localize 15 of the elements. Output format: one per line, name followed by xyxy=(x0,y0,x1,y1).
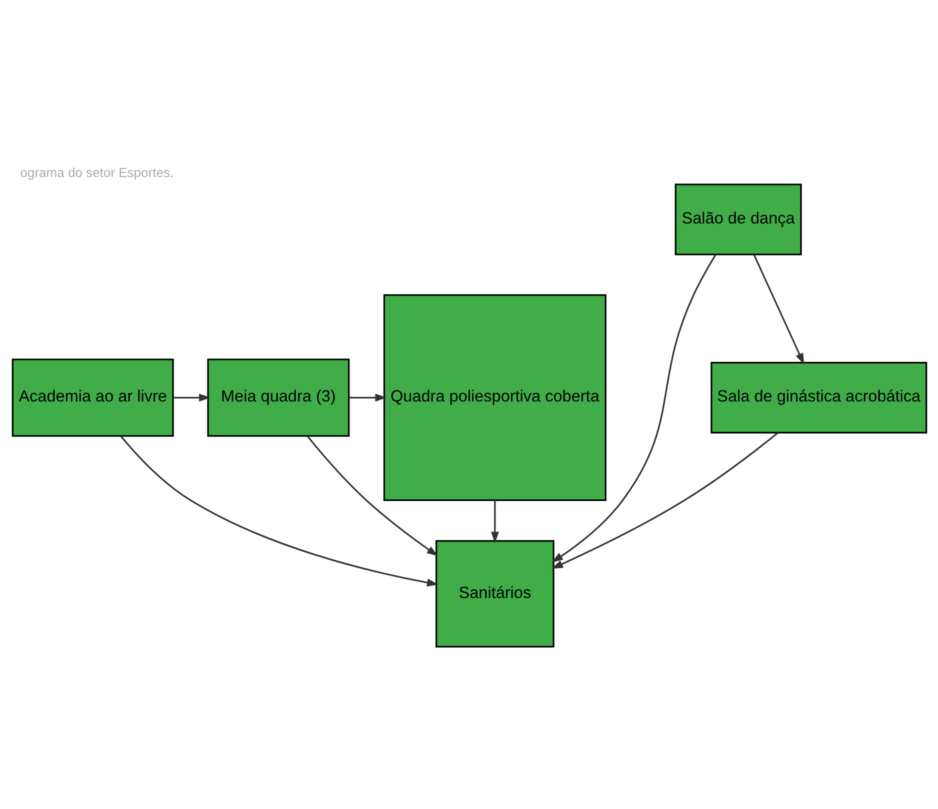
arrow xyxy=(348,393,386,402)
node-box: Quadra poliesportiva coberta xyxy=(382,294,606,501)
node-box: Academia ao ar livre xyxy=(11,358,174,436)
node-box: Sanitários xyxy=(435,540,554,648)
node-box: Sala de ginástica acrobática xyxy=(710,361,927,433)
diagram-title: ograma do setor Esportes. xyxy=(20,164,174,180)
arrow xyxy=(172,393,210,402)
arrow xyxy=(490,500,498,543)
node-box: Meia quadra (3) xyxy=(206,358,350,436)
arrow xyxy=(752,254,804,364)
arrow xyxy=(306,435,438,556)
arrow xyxy=(551,254,716,562)
node-box: Salão de dança xyxy=(674,183,802,255)
arrow xyxy=(551,432,778,568)
arrow xyxy=(120,435,438,586)
